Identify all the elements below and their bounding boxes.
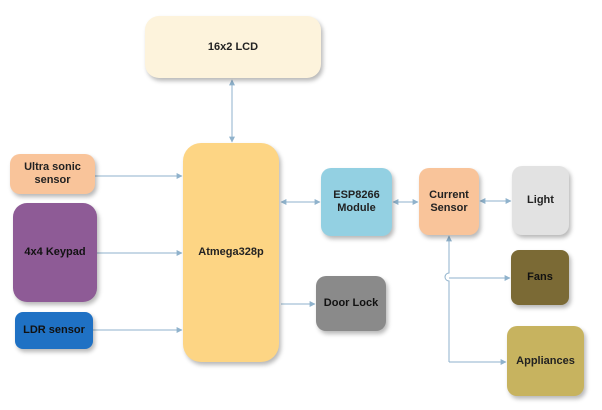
connector-current-trunk [444,235,452,362]
lcd-block: 16x2 LCD [145,16,321,78]
keypad-label: 4x4 Keypad [24,246,86,258]
door-lock-block: Door Lock [316,276,386,331]
fans-label: Fans [527,271,553,283]
appliances-label: Appliances [516,354,575,367]
microcontroller-label: Atmega328p [198,246,264,258]
ldr-sensor-label: LDR sensor [23,324,85,336]
ultrasonic-sensor-block: Ultra sonic sensor [10,154,95,194]
ultrasonic-sensor-label: Ultra sonic sensor [24,161,81,186]
ldr-sensor-block: LDR sensor [15,312,93,349]
esp8266-module-label: ESP8266 Module [333,189,380,214]
current-sensor-block: Current Sensor [419,168,479,235]
microcontroller-block: Atmega328p [183,143,279,362]
light-block: Light [512,166,569,235]
light-label: Light [527,194,554,206]
appliances-block: Appliances [507,326,584,396]
lcd-label: 16x2 LCD [207,40,259,53]
esp8266-module-block: ESP8266 Module [321,168,392,236]
current-sensor-label: Current Sensor [429,188,469,214]
fans-block: Fans [511,250,569,305]
door-lock-label: Door Lock [323,297,379,309]
keypad-block: 4x4 Keypad [13,203,97,302]
